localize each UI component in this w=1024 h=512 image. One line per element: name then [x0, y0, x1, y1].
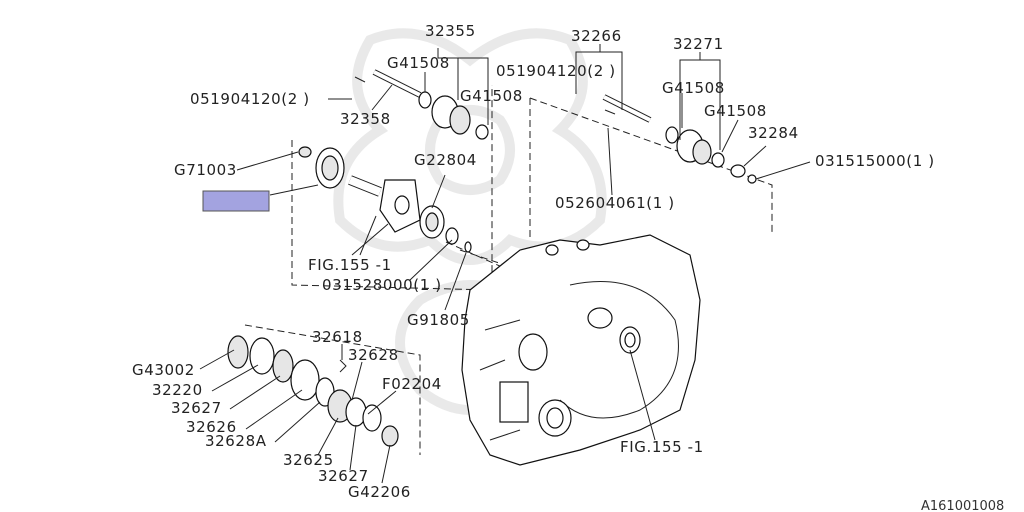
label-051904120-a: 051904120(2 ): [190, 90, 310, 108]
label-32627-b: 32627: [318, 467, 369, 485]
label-g41508-b: G41508: [460, 87, 523, 105]
transmission-case: [461, 234, 701, 466]
label-32220: 32220: [152, 381, 203, 399]
label-g41508-d: G41508: [704, 102, 767, 120]
diagram-reference-code: A161001008: [921, 499, 1004, 512]
leader-lines: [199, 44, 811, 484]
label-32627-a: 32627: [171, 399, 222, 417]
label-32355: 32355: [425, 22, 476, 40]
label-g71003: G71003: [174, 161, 237, 179]
highlighted-part-label[interactable]: [202, 190, 270, 212]
label-052604061: 052604061(1 ): [555, 194, 675, 212]
gear-parts: [227, 91, 757, 447]
label-g43002: G43002: [132, 361, 195, 379]
label-031528000: 031528000(1 ): [322, 276, 442, 294]
part-number-labels: 32355 32266 32271 G41508 051904120(2 ) 0…: [132, 22, 1004, 512]
label-031515000: 031515000(1 ): [815, 152, 935, 170]
label-32628: 32628: [348, 346, 399, 364]
label-32266: 32266: [571, 27, 622, 45]
label-fig155-b: FIG.155 -1: [620, 438, 704, 456]
label-32284: 32284: [748, 124, 799, 142]
label-fig155-a: FIG.155 -1: [308, 256, 392, 274]
label-32625: 32625: [283, 451, 334, 469]
label-g42206: G42206: [348, 483, 411, 501]
label-g41508-a: G41508: [387, 54, 450, 72]
label-32626: 32626: [186, 418, 237, 436]
label-g91805: G91805: [407, 311, 470, 329]
label-32358: 32358: [340, 110, 391, 128]
label-f02204: F02204: [382, 375, 442, 393]
label-32618: 32618: [312, 328, 363, 346]
label-051904120-b: 051904120(2 ): [496, 62, 616, 80]
shaft-parts: [348, 69, 652, 197]
label-32628a: 32628A: [205, 432, 267, 450]
label-g41508-c: G41508: [662, 79, 725, 97]
label-g22804: G22804: [414, 151, 477, 169]
label-32271: 32271: [673, 35, 724, 53]
